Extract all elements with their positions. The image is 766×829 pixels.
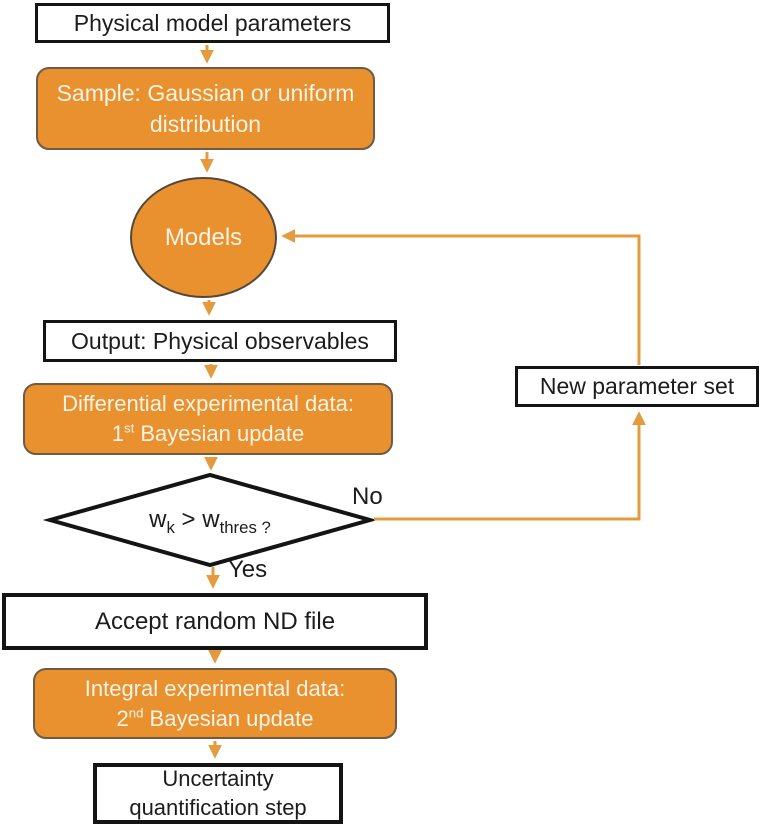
node-label-line2: quantification step <box>129 794 307 820</box>
arrow-decision-no-to-newparam <box>374 411 646 521</box>
node-label-line2: 2nd Bayesian update <box>117 704 314 734</box>
ordinal-suffix: nd <box>128 705 144 721</box>
node-label: Models <box>164 223 243 251</box>
node-label: Physical model parameters <box>73 9 352 36</box>
node-uncertainty-quantification: Uncertainty quantification step <box>93 763 343 824</box>
var1-subscript: k <box>166 517 175 537</box>
node-label-line1: Integral experimental data: <box>84 675 346 701</box>
var1-base: w <box>149 506 167 533</box>
node-output-observables: Output: Physical observables <box>43 320 397 362</box>
node-label-line2: 1st Bayesian update <box>112 419 305 449</box>
line2-rest: Bayesian update <box>143 705 314 731</box>
ordinal-suffix: st <box>123 420 135 436</box>
ordinal-number: 1 <box>111 421 124 446</box>
node-accept-random-nd-file: Accept random ND file <box>2 593 428 650</box>
node-label-line1: Sample: Gaussian or uniform <box>56 80 355 107</box>
node-sample-distribution: Sample: Gaussian or uniform distribution <box>36 67 375 150</box>
var2-subscript: thres ? <box>219 517 271 537</box>
node-label-line2: distribution <box>149 110 262 137</box>
node-models: Models <box>130 177 277 298</box>
node-label-line1: Differential experimental data: <box>62 391 354 417</box>
operator: > <box>174 506 203 533</box>
node-label: Accept random ND file <box>94 607 336 635</box>
ordinal-number: 2 <box>116 705 129 731</box>
node-label: Output: Physical observables <box>71 327 369 354</box>
line2-rest: Bayesian update <box>134 421 305 446</box>
decision-condition-label: wk > wthres ? <box>90 497 330 543</box>
var2-base: w <box>202 506 220 533</box>
node-label-line1: Uncertainty <box>162 766 274 792</box>
node-new-parameter-set: New parameter set <box>515 366 759 407</box>
node-label: New parameter set <box>539 373 735 399</box>
edge-label-yes: Yes <box>228 556 268 583</box>
node-integral-bayesian-update: Integral experimental data: 2nd Bayesian… <box>33 668 397 739</box>
node-physical-model-parameters: Physical model parameters <box>35 3 390 43</box>
edge-label-no: No <box>352 483 383 510</box>
node-differential-bayesian-update: Differential experimental data: 1st Baye… <box>23 383 393 455</box>
